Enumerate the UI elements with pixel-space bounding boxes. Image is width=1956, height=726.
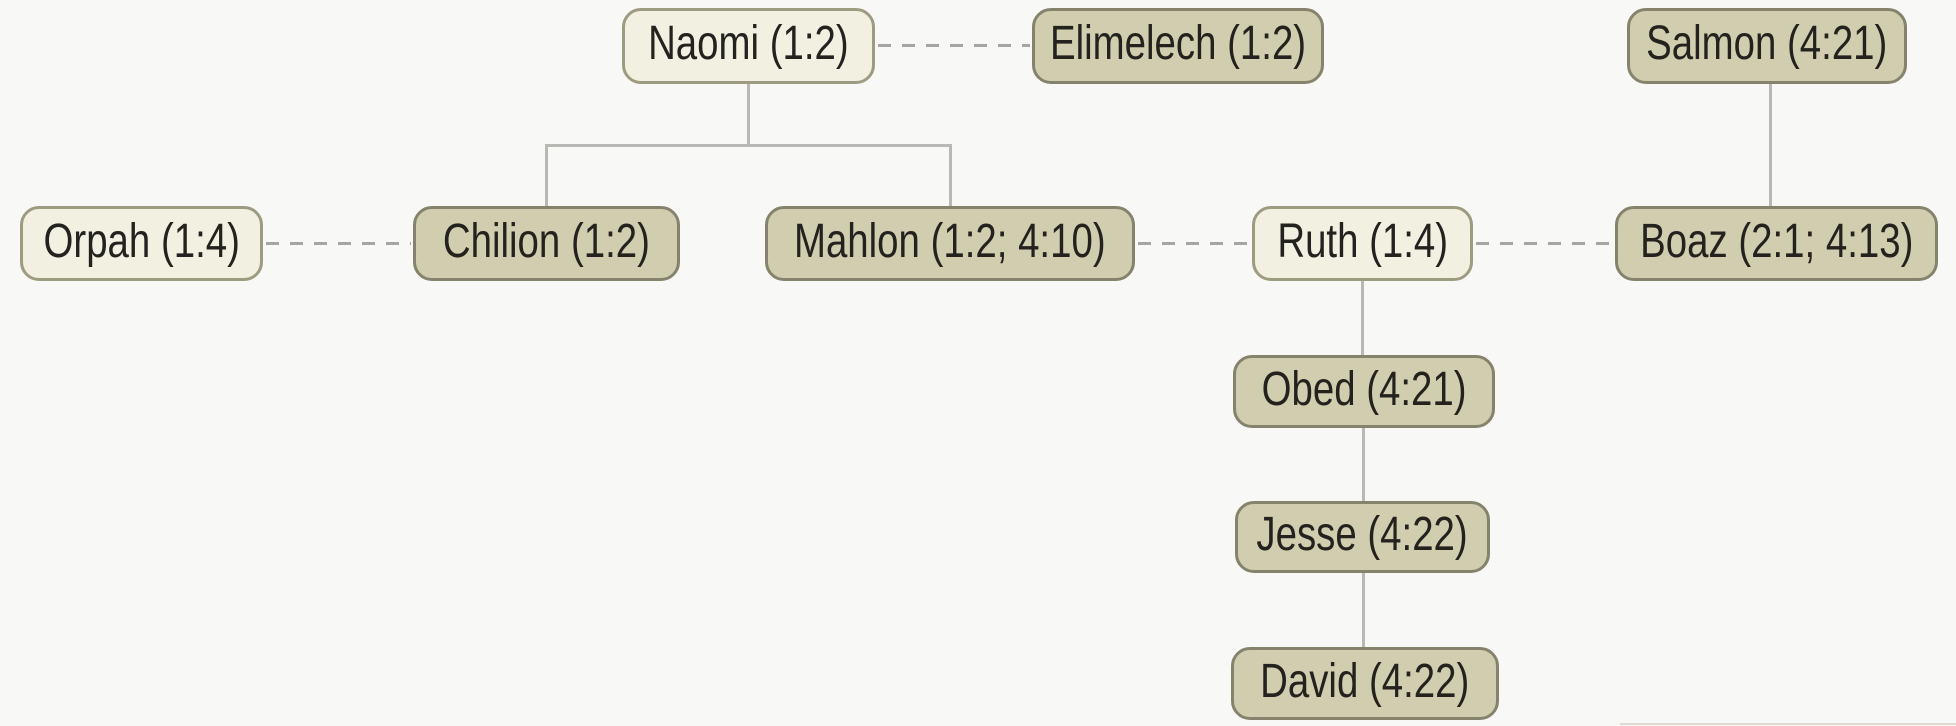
connector-children-bar xyxy=(545,144,952,147)
connector-jesse-david xyxy=(1362,573,1365,647)
connector-salmon-boaz xyxy=(1769,84,1772,206)
node-elimelech: Elimelech (1:2) xyxy=(1032,8,1324,84)
node-naomi: Naomi (1:2) xyxy=(622,8,875,84)
node-david: David (4:22) xyxy=(1231,647,1499,720)
node-ruth: Ruth (1:4) xyxy=(1252,206,1473,281)
node-naomi-label: Naomi (1:2) xyxy=(648,17,849,70)
marriage-line-naomi-elimelech xyxy=(878,44,1030,47)
node-ruth-label: Ruth (1:4) xyxy=(1277,214,1448,268)
node-boaz: Boaz (2:1; 4:13) xyxy=(1615,206,1938,281)
node-chilion-label: Chilion (1:2) xyxy=(442,214,651,268)
node-david-label: David (4:22) xyxy=(1260,654,1470,708)
marriage-line-mahlon-ruth xyxy=(1138,242,1250,245)
connector-obed-jesse xyxy=(1362,428,1365,503)
marriage-line-orpah-chilion xyxy=(266,242,411,245)
connector-mahlon-down xyxy=(949,144,952,206)
node-jesse-label: Jesse (4:22) xyxy=(1256,508,1469,561)
node-jesse: Jesse (4:22) xyxy=(1235,501,1490,573)
connector-naomi-down xyxy=(747,84,750,146)
node-elimelech-label: Elimelech (1:2) xyxy=(1049,17,1307,70)
node-obed-label: Obed (4:21) xyxy=(1261,362,1467,416)
node-salmon-label: Salmon (4:21) xyxy=(1646,17,1888,70)
connector-chilion-down xyxy=(545,144,548,206)
node-boaz-label: Boaz (2:1; 4:13) xyxy=(1639,214,1914,268)
node-orpah: Orpah (1:4) xyxy=(20,206,263,281)
bottom-crop-artifact xyxy=(1620,723,1956,725)
node-chilion: Chilion (1:2) xyxy=(413,206,680,281)
node-mahlon: Mahlon (1:2; 4:10) xyxy=(765,206,1135,281)
node-obed: Obed (4:21) xyxy=(1233,355,1495,428)
connector-ruth-obed xyxy=(1361,281,1364,355)
node-mahlon-label: Mahlon (1:2; 4:10) xyxy=(794,214,1106,268)
node-salmon: Salmon (4:21) xyxy=(1627,8,1907,84)
node-orpah-label: Orpah (1:4) xyxy=(43,214,240,268)
marriage-line-ruth-boaz xyxy=(1476,242,1613,245)
